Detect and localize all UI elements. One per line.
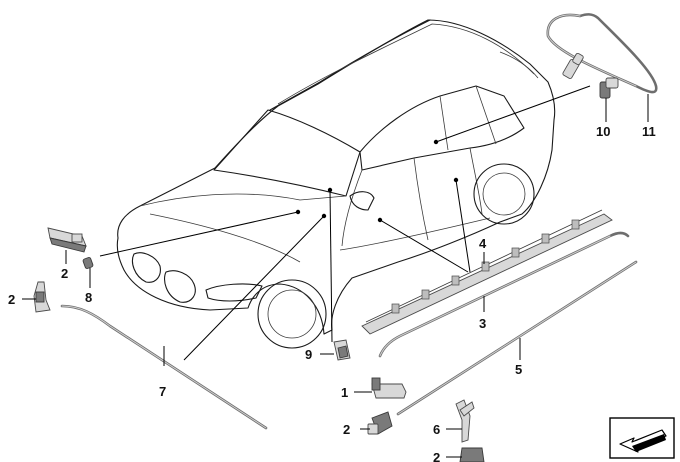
callout-2-top-left: 2 xyxy=(61,266,68,281)
vehicle-outline xyxy=(116,19,556,349)
part-9-connector xyxy=(333,339,351,361)
callout-2-bottom-right: 2 xyxy=(433,450,440,462)
callout-8: 8 xyxy=(85,290,92,305)
callout-10: 10 xyxy=(596,124,610,139)
callout-11: 11 xyxy=(642,124,656,139)
callout-6: 6 xyxy=(433,422,440,437)
part-5-long-cable xyxy=(396,260,638,416)
part-4-threshold-rail xyxy=(361,209,613,335)
callout-4: 4 xyxy=(479,236,487,251)
part-11-window-cable xyxy=(546,13,658,94)
callout-3: 3 xyxy=(479,316,486,331)
leader-lines xyxy=(22,85,649,458)
part-2-connector-bottom-right xyxy=(459,447,485,462)
arrow-down-left-icon xyxy=(609,417,675,459)
callout-2-bottom: 2 xyxy=(343,422,350,437)
part-7-long-cable xyxy=(60,304,268,430)
callout-labels: 10 11 4 3 5 9 7 2 8 2 1 2 6 2 xyxy=(8,124,656,462)
part-3-rail-cable xyxy=(378,231,630,358)
callout-5: 5 xyxy=(515,362,522,377)
part-10-sensor xyxy=(599,77,619,99)
callout-2-left: 2 xyxy=(8,292,15,307)
part-2-antenna-module-top xyxy=(47,227,87,253)
connector-white xyxy=(562,52,584,80)
part-8-plug xyxy=(82,257,94,269)
part-1-antenna-module xyxy=(371,377,407,399)
part-2-connector-bottom xyxy=(367,411,393,435)
callout-9: 9 xyxy=(305,347,312,362)
callout-7: 7 xyxy=(159,384,166,399)
callout-1: 1 xyxy=(341,385,348,400)
part-2-bracket-left xyxy=(33,281,51,313)
part-6-bracket xyxy=(455,399,475,443)
